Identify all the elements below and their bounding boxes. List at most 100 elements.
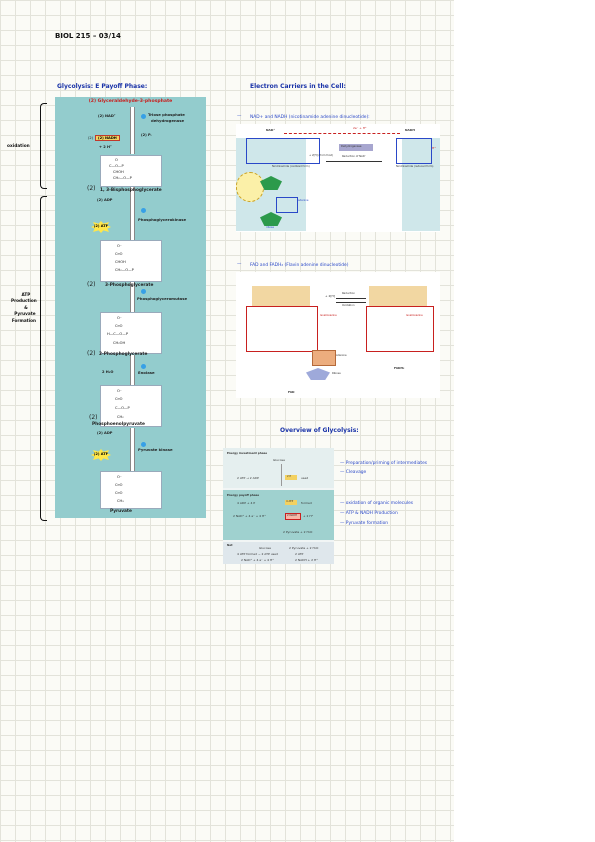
ribose-label: ribose — [266, 226, 274, 229]
two-h-label: + 2[H] — [325, 294, 335, 298]
s5-line2: C═O — [115, 483, 123, 487]
amp-word: & — [24, 304, 28, 310]
hplus-label: H⁺ — [432, 146, 436, 150]
investment-p-label: 2 P — [287, 475, 292, 478]
s2-line4: CH₂—O—P — [115, 268, 134, 272]
triose-enzyme-1: Triose phosphate — [148, 112, 185, 117]
step8-marker — [141, 289, 146, 294]
fad-ribose-label: Ribose — [332, 372, 341, 375]
fad-description: FAD and FADH₂ (Flavin adenine dinucleoti… — [250, 263, 349, 268]
s2-line2: C═O — [115, 252, 123, 256]
fad-adenine-label: Adenine — [336, 354, 347, 357]
product-3-phosphoglycerate: 3-Phosphoglycerate — [105, 283, 154, 288]
fadh2-label: FADH₂ — [394, 366, 405, 370]
s5-line3: C═O — [115, 491, 123, 495]
fad-isoalloxazine-highlight — [252, 286, 310, 306]
fad-dash: — — [237, 262, 242, 267]
arrow-step9 — [130, 355, 135, 385]
payoff-atp-box: 4 ATP — [285, 500, 297, 505]
water-output: 2 H₂O — [102, 370, 114, 374]
nadh-nicotinamide-box — [396, 138, 432, 164]
investment-atp: 2 ATP → 2 ADP — [237, 476, 259, 480]
note-oxidation: — oxidation of organic molecules — [340, 501, 414, 506]
count-nadh: (2) — [88, 136, 94, 140]
s4-line1: O⁻ — [117, 389, 122, 393]
adp-input-step7: (2) ADP — [97, 198, 113, 202]
adenine-ring — [276, 197, 298, 213]
electron-transfer-label: 2e⁻ + H⁺ — [353, 126, 367, 130]
nad-description: NAD+ and NADH (nicotinamide adenine dinu… — [250, 115, 370, 120]
fad-oxidation-label: Oxidation — [342, 304, 355, 307]
production-word: Production — [11, 298, 37, 304]
structure-pyruvate: O⁻ C═O C═O CH₃ — [100, 471, 162, 509]
net-nadh: 2 NADH + 2 H⁺ — [295, 558, 318, 562]
fad-label: FAD — [288, 390, 295, 394]
payoff-nadh-box: 2 NADH — [285, 513, 301, 520]
s4-line3: C—O—P — [115, 406, 130, 410]
structure-2-phosphoglycerate: O⁻ C═O H—C—O—P CH₂OH — [100, 312, 162, 354]
step7-marker — [141, 208, 146, 213]
fadh2-ribitol-box — [366, 306, 434, 352]
fadh2-iso-label: Isoalloxazine — [406, 314, 423, 317]
oxidized-form-label: Nicotinamide (oxidized form) — [272, 165, 310, 168]
fad-ribose-pentagon — [306, 368, 330, 380]
s2-line1: O⁻ — [117, 244, 122, 248]
formation-word: Formation — [11, 317, 36, 323]
overview-heading: Overview of Glycolysis: — [280, 427, 359, 434]
s3-line2: C═O — [115, 324, 123, 328]
nad-figure: NAD⁺ NADH 2e⁻ + H⁺ H⁺ Dehydrogenase + 2[… — [236, 124, 440, 232]
net-atp: 4 ATP formed − 2 ATP used — [237, 552, 278, 556]
atp-burst-step7: (2) ATP — [91, 221, 111, 233]
investment-used: used — [301, 476, 309, 480]
investment-arrow — [281, 464, 282, 486]
net-nad: 2 NAD⁺ + 4 e⁻ + 4 H⁺ — [241, 558, 274, 562]
payoff-phase-panel: Energy payoff phase 4 ADP + 4 P 4 ATP fo… — [223, 490, 334, 540]
pi-input: (2) Pᵢ — [141, 133, 152, 137]
structure-bisphosphoglycerate: O C—O—P CHOH CH₂—O—P — [100, 155, 162, 187]
payoff-pyruvate: 2 Pyruvate + 2 H₂O — [283, 530, 313, 534]
s1-line3: CHOH — [113, 170, 124, 174]
fad-adenine-ring — [312, 350, 336, 366]
nadh-output: (2) NADH — [95, 135, 120, 141]
fad-reduction-label: Reduction — [342, 292, 355, 295]
payoff-phase-title: Energy payoff phase — [227, 493, 260, 497]
product-phosphoenolpyruvate: Phosphoenolpyruvate — [92, 422, 145, 427]
atp-label-step10: (2) ATP — [93, 452, 109, 456]
s3-line1: O⁻ — [117, 316, 122, 320]
nad-dash: — — [237, 114, 242, 119]
overview-figure: Energy investment phase Glucose 2 ATP → … — [223, 448, 334, 564]
fad-ribitol-box — [246, 306, 318, 352]
glycolysis-panel: (2) Glyceraldehyde-3-phosphate (2) NAD⁺ … — [55, 97, 206, 518]
atp-label-step7: (2) ATP — [93, 224, 109, 228]
note-atp-nadh-text: ATP & NADH Production — [345, 511, 398, 516]
note-oxidation-text: oxidation of organic molecules — [345, 501, 414, 506]
s2-line3: CHOH — [115, 260, 126, 264]
net-atp2: 2 ATP — [295, 552, 304, 556]
structure-3-phosphoglycerate: O⁻ C═O CHOH CH₂—O—P — [100, 240, 162, 282]
s1-line2: C—O—P — [109, 164, 124, 168]
fad-figure: Isoalloxazine Isoalloxazine + 2[H] Reduc… — [236, 272, 440, 398]
nadh-label: NADH — [405, 128, 415, 132]
count-3pg: (2) — [87, 281, 96, 288]
payoff-nadh-label: 2 NADH — [287, 514, 298, 517]
count-2pg: (2) — [87, 350, 96, 357]
nad-nicotinamide-box — [246, 138, 320, 164]
investment-phase-title: Energy investment phase — [227, 451, 268, 455]
phosphate-bubble — [236, 172, 264, 202]
structure-phosphoenolpyruvate: O⁻ C═O C—O—P CH₂ — [100, 385, 162, 427]
adp-input-step10: (2) ADP — [97, 431, 113, 435]
triose-enzyme-2: dehydrogenase — [151, 118, 185, 123]
investment-glucose: Glucose — [273, 458, 285, 462]
s4-line4: CH₂ — [117, 415, 124, 419]
net-panel: Net Glucose 2 Pyruvate + 2 H₂O 4 ATP for… — [223, 542, 334, 564]
investment-phase-panel: Energy investment phase Glucose 2 ATP → … — [223, 448, 334, 488]
pyruvate-kinase-label: Pyruvate kinase — [138, 447, 173, 452]
net-title: Net — [227, 543, 233, 547]
nad-label: NAD⁺ — [266, 128, 275, 132]
step10-marker — [141, 442, 146, 447]
count-pep: (2) — [89, 414, 98, 421]
note-cleavage-text: Cleavage — [345, 470, 367, 475]
reduced-form-label: Nicotinamide (reduced form) — [396, 165, 434, 168]
step6-marker — [141, 114, 146, 119]
reduction-of-nad-label: Reduction of NAD⁺ — [342, 155, 367, 158]
